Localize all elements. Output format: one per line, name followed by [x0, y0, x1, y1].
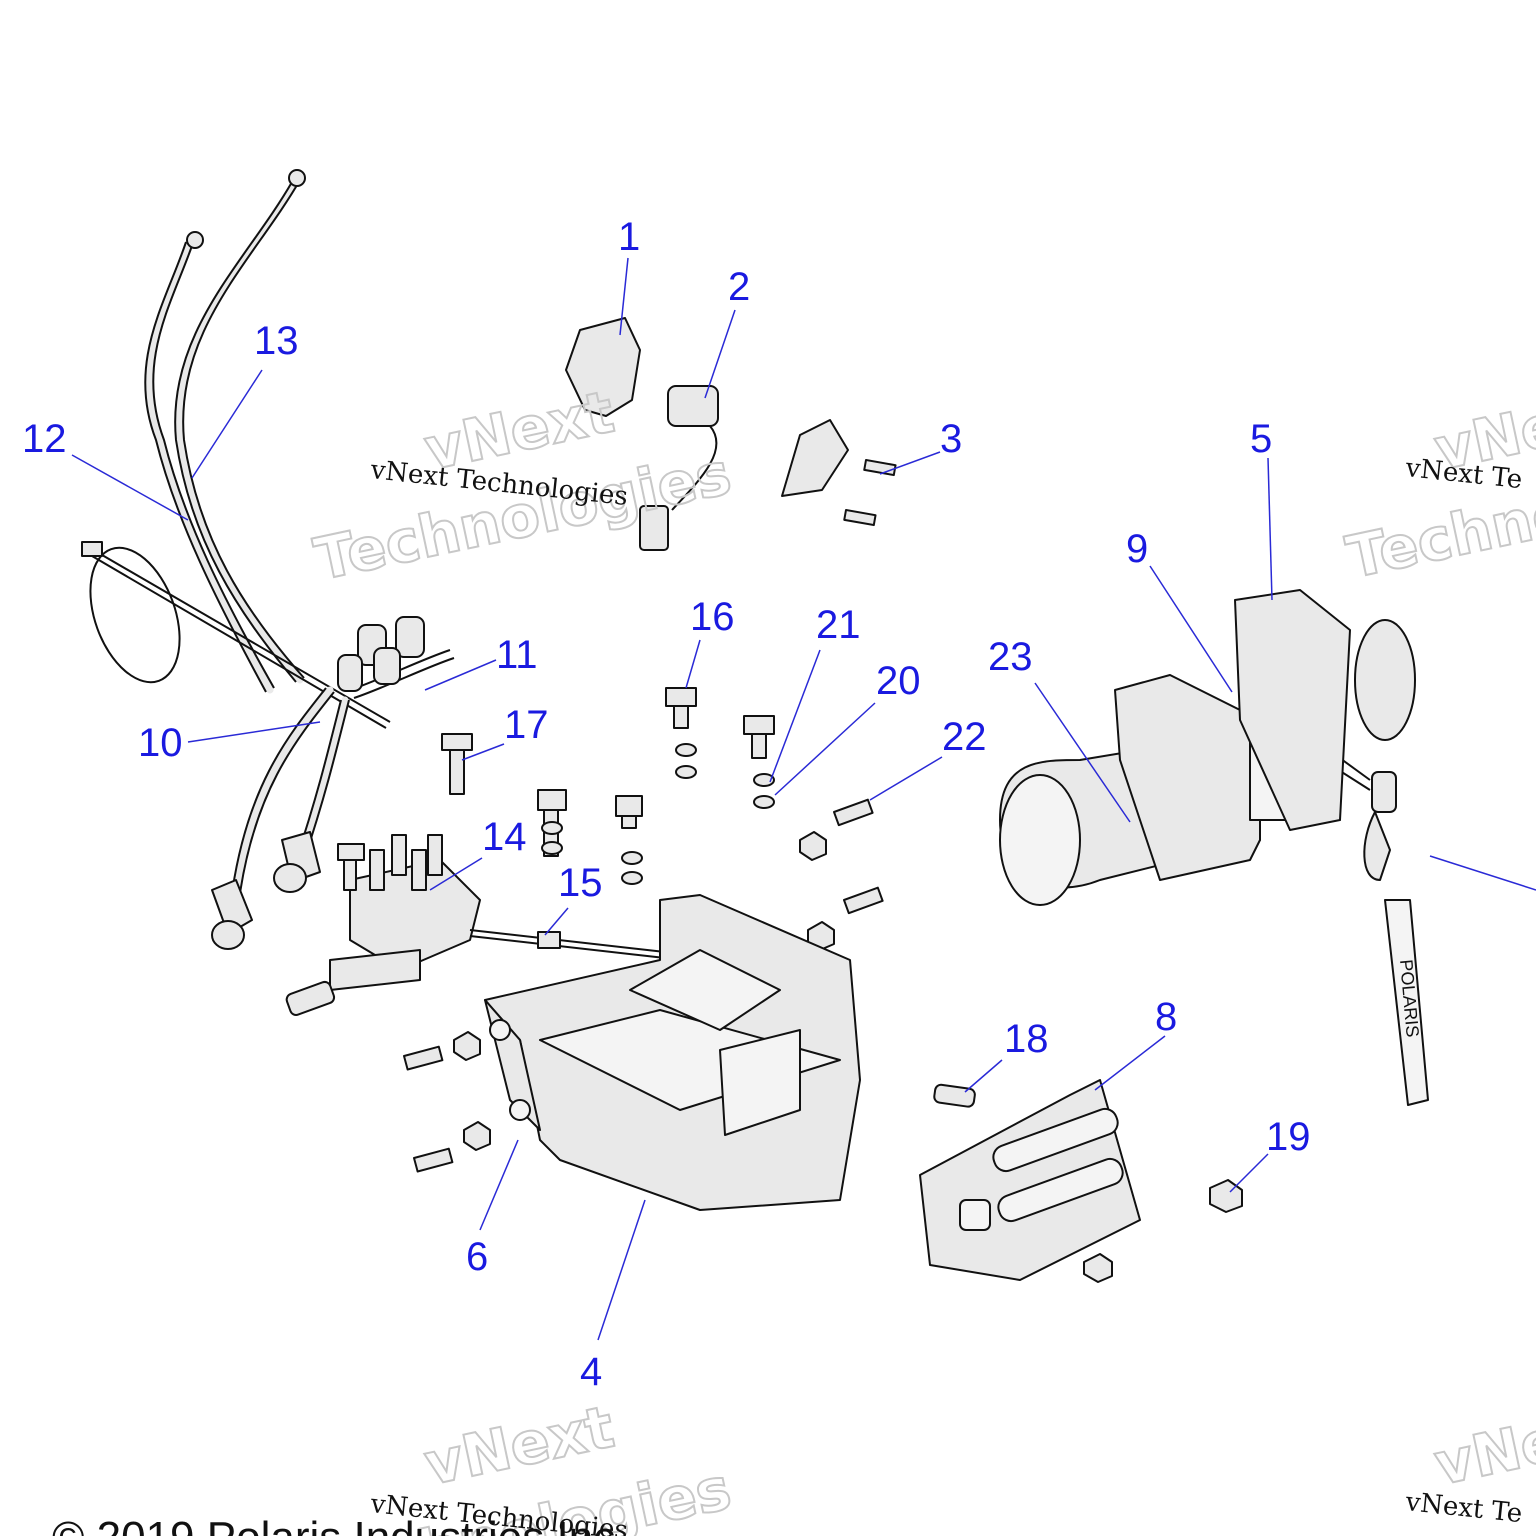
watermark-bottom-right-small: vNext Te: [1403, 1487, 1523, 1529]
part-8-fairlead: [919, 1079, 1141, 1281]
callout-4: 4: [580, 1350, 602, 1394]
callout-8: 8: [1155, 995, 1177, 1039]
fairlead-nut: [1083, 1253, 1113, 1283]
cable-tie: [81, 541, 391, 729]
hardware-bolts: [337, 687, 884, 1179]
watermark-bottom-right-big1: vNe: [1429, 1406, 1536, 1499]
callout-13: 13: [254, 319, 299, 363]
callout-2: 2: [728, 265, 750, 309]
part-3-bracket: [781, 419, 897, 527]
watermark: vNext Technologies vNext Technologies vN…: [308, 377, 1536, 1536]
callout-3: 3: [940, 417, 962, 461]
part-4-mount-plate: [484, 894, 861, 1211]
callout-19: 19: [1266, 1115, 1311, 1159]
callout-22: 22: [942, 715, 987, 759]
part-18-bolt: [933, 1083, 976, 1108]
callout-21: 21: [816, 603, 861, 647]
callout-18: 18: [1004, 1017, 1049, 1061]
callout-labels: 1 2 3 4 5 6 8 9 10 11 12 13 14 15 16 17 …: [22, 215, 1311, 1394]
leader-lines: [71, 257, 1536, 1341]
callout-23: 23: [988, 635, 1033, 679]
callout-11: 11: [496, 633, 538, 677]
winch-strap: POLARIS: [1384, 899, 1429, 1106]
callout-12: 12: [22, 417, 67, 461]
callout-17: 17: [504, 703, 549, 747]
callout-14: 14: [482, 815, 527, 859]
callout-15: 15: [558, 861, 603, 905]
wire-harness-10-11: [211, 616, 455, 950]
part-1-cover: [565, 317, 641, 417]
winch-assembly: [999, 589, 1416, 906]
callout-10: 10: [138, 721, 183, 765]
callout-5: 5: [1250, 417, 1272, 461]
copyright-text: © 2019 Polaris Industries Inc.: [52, 1513, 627, 1536]
part-14-solenoid: [285, 834, 666, 1016]
callout-9: 9: [1126, 527, 1148, 571]
cable-12-13: [144, 169, 306, 694]
callout-16: 16: [690, 595, 735, 639]
callout-6: 6: [466, 1235, 488, 1279]
callout-20: 20: [876, 659, 921, 703]
watermark-right-big2: Techno: [1341, 478, 1536, 592]
callout-1: 1: [618, 215, 640, 259]
